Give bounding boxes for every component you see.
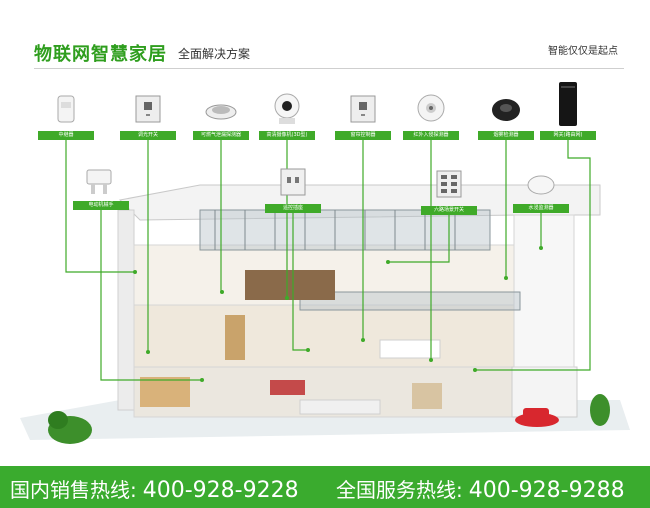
- infrared-detector-icon: [413, 90, 449, 128]
- tv-art: [270, 380, 305, 395]
- device-water-sensor: 水浸监测器: [513, 163, 569, 213]
- balcony-railing: [299, 291, 521, 311]
- sales-hotline: 国内销售热线:400-928-9228: [10, 478, 299, 503]
- device-robot-arm: 电动机械手: [73, 160, 129, 210]
- bookshelf: [245, 270, 335, 300]
- curtain-switch-icon: [345, 90, 381, 128]
- device-gas-detector: 可燃气泄漏探测器: [193, 90, 249, 140]
- device-infrared-detector: 红外入侵探测器: [403, 90, 459, 140]
- smoke-detector-icon: [488, 90, 524, 128]
- title-divider: [34, 68, 624, 69]
- house-middle-floor: [133, 304, 515, 368]
- roof-railing: [199, 209, 491, 251]
- house-illustration: [20, 138, 630, 444]
- device-relay: 中继器: [38, 90, 94, 140]
- device-smoke-detector: 烟雾检测器: [478, 90, 534, 140]
- page-title: 物联网智慧家居: [34, 44, 167, 65]
- relay-plug-icon: [48, 90, 84, 128]
- gas-detector-icon: [203, 90, 239, 128]
- device-gateway: 网关(路由网): [540, 80, 596, 140]
- hotline-footer: 国内销售热线:400-928-9228 全国服务热线:400-928-9288: [0, 466, 650, 508]
- page-subtitle: 全面解决方案: [178, 47, 251, 61]
- gateway-router-icon: [550, 80, 586, 128]
- kitchen: [140, 377, 190, 407]
- sofa: [299, 399, 381, 415]
- hd-camera-icon: [269, 90, 305, 128]
- bed: [379, 339, 441, 359]
- device-camera: 高清摄像机(3D型): [259, 90, 315, 140]
- water-sensor-icon: [523, 163, 559, 201]
- dimmer-switch-icon: [130, 90, 166, 128]
- house-roof: [118, 184, 601, 221]
- device-dimmer: 调光开关: [120, 90, 176, 140]
- device-curtain-controller: 窗帘控制器: [335, 90, 391, 140]
- plant-right: [590, 394, 610, 426]
- device-scene-switch: 六路场景开关: [421, 165, 477, 215]
- remote-socket-icon: [275, 163, 311, 201]
- car-cabin: [523, 408, 549, 417]
- shelf-right: [412, 383, 442, 409]
- device-remote-socket: 遥控插座: [265, 163, 321, 213]
- door-top: [225, 315, 245, 360]
- tree-left-2: [48, 411, 68, 429]
- slogan: 智能仅仅是起点: [548, 46, 618, 57]
- robot-arm-icon: [83, 160, 119, 198]
- scene-switch-icon: [431, 165, 467, 203]
- service-hotline: 全国服务热线:400-928-9288: [336, 478, 625, 503]
- right-wall: [513, 214, 575, 368]
